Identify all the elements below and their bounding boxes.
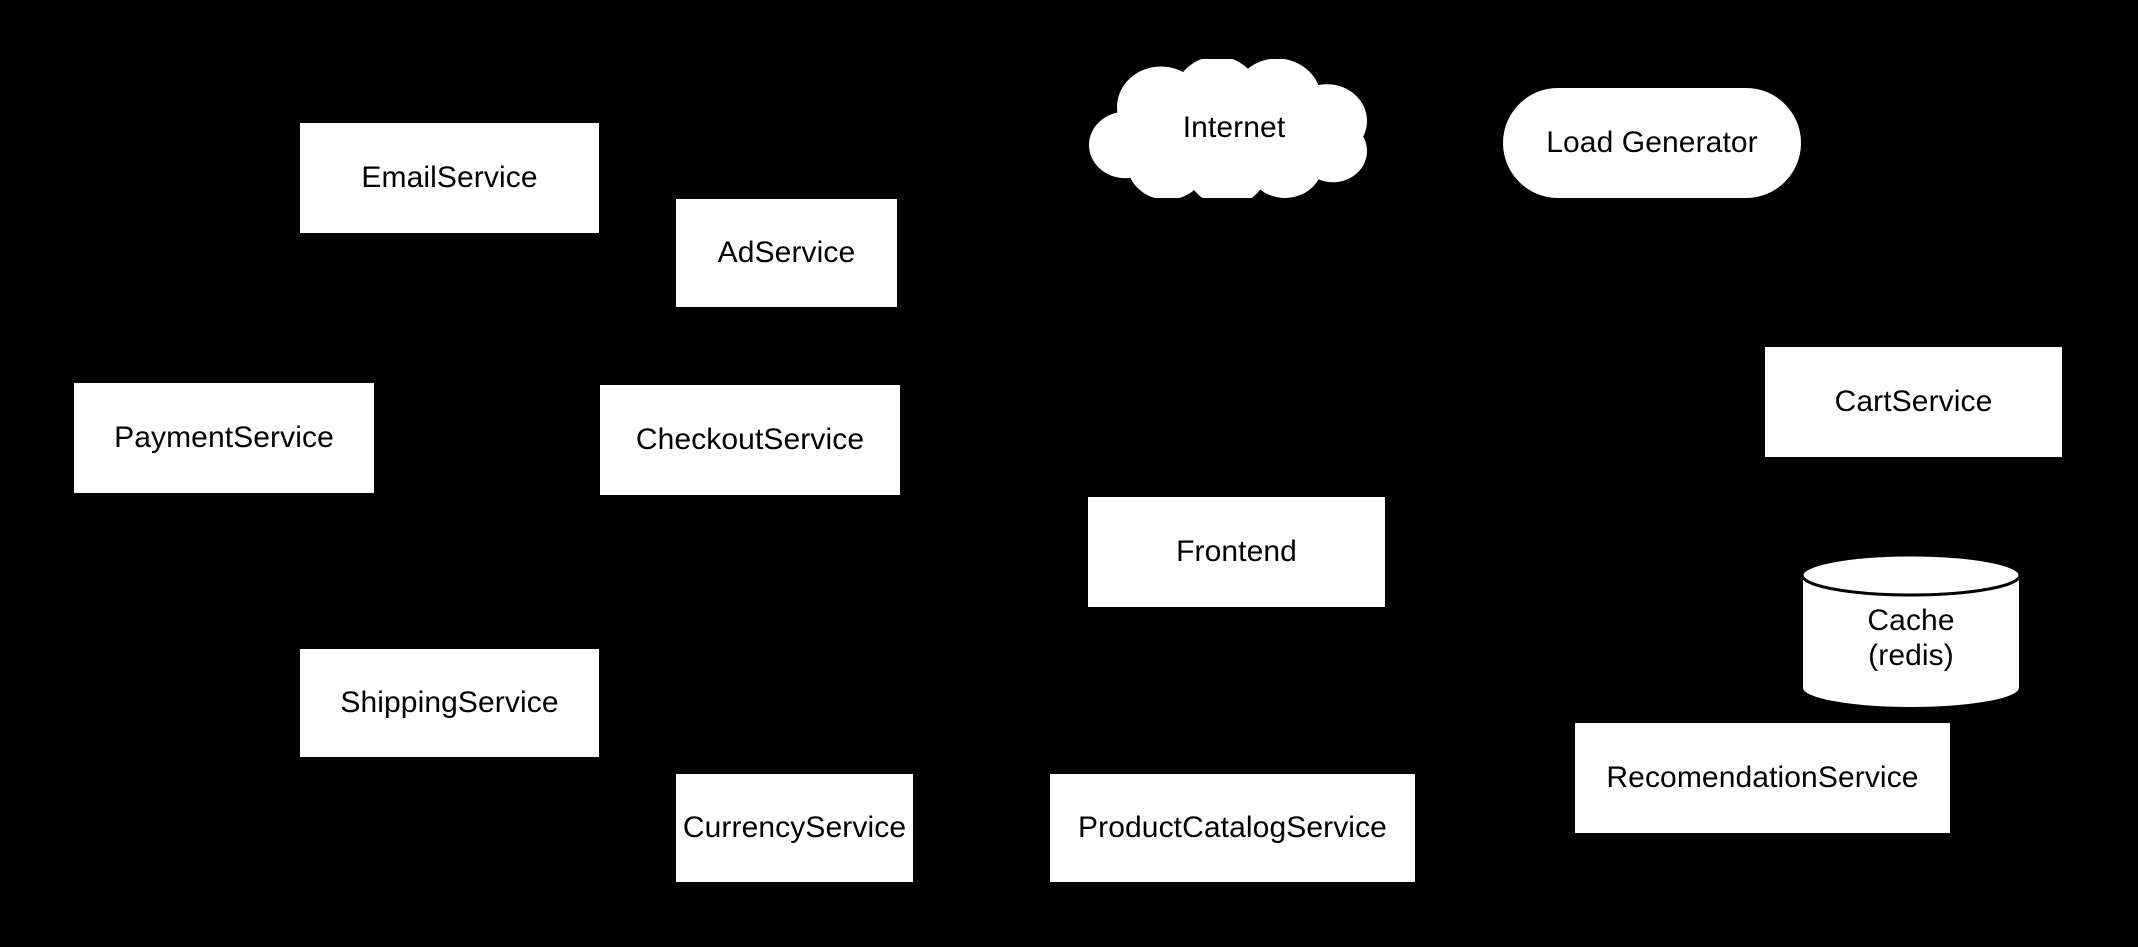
node-label-cache-redis: Cache (redis) — [1867, 603, 1955, 672]
cloud-icon — [1089, 59, 1367, 198]
node-label-shipping-service: ShippingService — [340, 685, 559, 719]
node-label-internet: Internet — [1182, 111, 1286, 145]
database-cylinder-icon — [1800, 553, 2022, 709]
node-label-payment-service: PaymentService — [114, 420, 334, 454]
node-label-checkout-service: CheckoutService — [635, 422, 865, 456]
node-load-generator[interactable]: Load Generator — [1503, 88, 1801, 198]
node-label-recomendation-service: RecomendationService — [1606, 760, 1919, 794]
node-internet[interactable]: Internet — [1089, 59, 1379, 198]
node-label-cart-service: CartService — [1834, 384, 1993, 418]
node-label-ad-service: AdService — [717, 235, 856, 269]
node-currency-service[interactable]: CurrencyService — [676, 774, 913, 882]
node-email-service[interactable]: EmailService — [300, 123, 599, 233]
node-cart-service[interactable]: CartService — [1765, 347, 2062, 457]
node-frontend[interactable]: Frontend — [1088, 497, 1385, 607]
node-product-catalog-service[interactable]: ProductCatalogService — [1050, 774, 1415, 882]
node-shipping-service[interactable]: ShippingService — [300, 649, 599, 757]
node-label-load-generator: Load Generator — [1546, 125, 1758, 159]
node-label-currency-service: CurrencyService — [682, 810, 907, 844]
node-ad-service[interactable]: AdService — [676, 199, 897, 307]
node-checkout-service[interactable]: CheckoutService — [600, 385, 900, 495]
node-label-email-service: EmailService — [361, 160, 538, 194]
node-label-product-catalog-service: ProductCatalogService — [1078, 810, 1387, 844]
node-cache-redis[interactable]: Cache (redis) — [1800, 553, 2022, 710]
node-payment-service[interactable]: PaymentService — [74, 383, 374, 493]
node-label-frontend: Frontend — [1176, 534, 1297, 568]
node-recomendation-service[interactable]: RecomendationService — [1575, 723, 1950, 833]
